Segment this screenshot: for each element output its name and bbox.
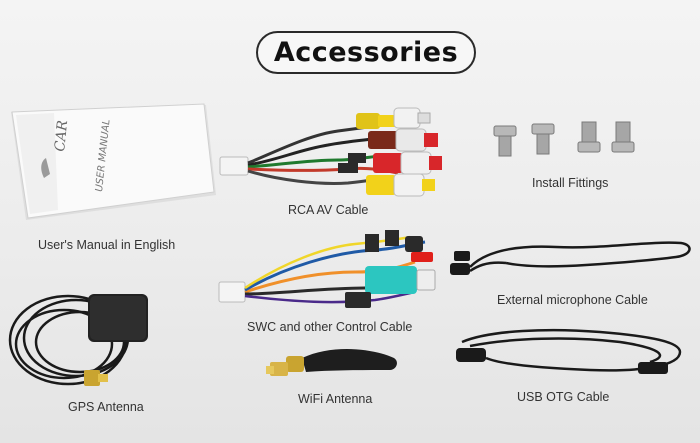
user-manual-label: User's Manual in English	[38, 238, 176, 252]
wifi-antenna-label: WiFi Antenna	[298, 392, 373, 406]
gps-antenna-image	[8, 294, 148, 386]
usb-otg-cable-label: USB OTG Cable	[517, 390, 610, 404]
install-fittings-image	[493, 121, 635, 157]
gps-antenna-label: GPS Antenna	[68, 400, 144, 414]
user-manual-image: CAR USER MANUAL	[11, 103, 216, 220]
swc-control-cable-image	[218, 230, 436, 308]
microphone-cable-image	[450, 241, 691, 275]
rca-av-cable-label: RCA AV Cable	[288, 203, 369, 217]
page-title: Accessories	[273, 37, 459, 68]
rca-av-cable-image	[219, 107, 442, 197]
swc-control-cable-label: SWC and other Control Cable	[247, 320, 413, 334]
title-pill: Accessories	[256, 31, 476, 74]
install-fittings-label: Install Fittings	[532, 176, 609, 190]
usb-otg-cable-image	[456, 328, 682, 374]
microphone-cable-label: External microphone Cable	[497, 293, 648, 307]
wifi-antenna-image	[266, 348, 397, 376]
manual-cover-title: CAR	[52, 119, 71, 152]
